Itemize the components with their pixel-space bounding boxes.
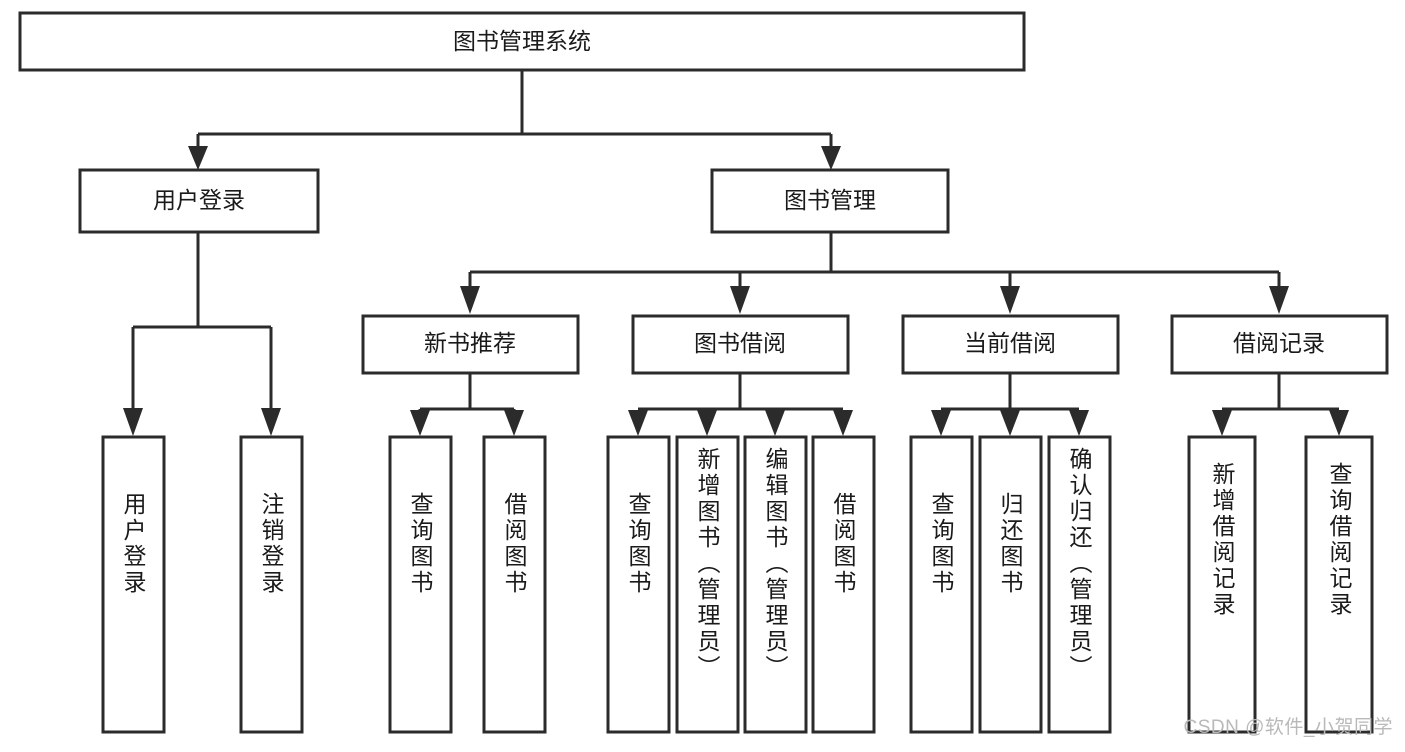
user-login-label: 用户登录 (153, 187, 245, 213)
leaf-confirm-return-label: 确认归还（管理员） (1066, 447, 1093, 681)
leaf-query-record-label: 查询借阅记录 (1326, 462, 1353, 618)
node-current-borrow[interactable]: 当前借阅 (901, 314, 1120, 375)
arrow-to-new-book-rec (460, 286, 480, 314)
node-borrow-record[interactable]: 借阅记录 (1170, 314, 1389, 375)
leaf-query-book-1-label: 查询图书 (407, 492, 434, 596)
arrow-leaf-user-login (123, 408, 143, 436)
leaf-query-book-3[interactable]: 查询图书 (909, 435, 974, 734)
borrow-record-label: 借阅记录 (1233, 330, 1325, 356)
leaf-query-record-box[interactable] (1304, 435, 1374, 734)
csdn-watermark: CSDN @软件_小贺同学 (1183, 717, 1393, 738)
leaf-confirm-return-box[interactable] (1047, 435, 1112, 734)
leaf-borrow-book-2-label: 借阅图书 (830, 492, 857, 596)
arrow-leaf-borrow-book-1 (504, 410, 524, 436)
arrow-to-current-borrow (1000, 286, 1020, 314)
leaf-edit-book-label: 编辑图书（管理员） (762, 447, 789, 681)
arrow-to-book-borrow (730, 286, 750, 314)
leaf-user-login[interactable]: 用户登录 (101, 435, 166, 734)
leaf-query-book-2-box[interactable] (606, 435, 671, 734)
arrow-leaf-confirm-return (1069, 410, 1089, 436)
arrow-to-book-manage (821, 146, 841, 170)
arrow-leaf-add-book (697, 410, 717, 436)
leaf-borrow-book-2[interactable]: 借阅图书 (811, 435, 876, 734)
node-book-manage[interactable]: 图书管理 (710, 168, 950, 234)
leaf-borrow-book-1-label: 借阅图书 (501, 492, 528, 596)
leaf-borrow-book-2-box[interactable] (811, 435, 876, 734)
arrow-leaf-query-book-3 (931, 410, 951, 436)
node-user-login[interactable]: 用户登录 (78, 168, 320, 234)
leaf-borrow-book-1[interactable]: 借阅图书 (482, 435, 547, 734)
arrow-leaf-query-book-2 (628, 410, 648, 436)
user-login-box[interactable] (78, 168, 320, 234)
leaf-edit-book-box[interactable] (743, 435, 808, 734)
leaf-query-book-3-box[interactable] (909, 435, 974, 734)
leaf-user-login-label: 用户登录 (120, 492, 147, 596)
node-root[interactable]: 图书管理系统 (18, 11, 1026, 72)
book-borrow-label: 图书借阅 (694, 330, 786, 356)
leaf-add-record-label: 新增借阅记录 (1209, 462, 1236, 618)
new-book-rec-box[interactable] (361, 314, 580, 375)
leaf-logout[interactable]: 注销登录 (239, 435, 304, 734)
node-book-borrow[interactable]: 图书借阅 (631, 314, 850, 375)
leaf-query-record[interactable]: 查询借阅记录 (1304, 435, 1374, 734)
leaf-user-login-box[interactable] (101, 435, 166, 734)
leaf-add-record[interactable]: 新增借阅记录 (1187, 435, 1257, 734)
current-borrow-box[interactable] (901, 314, 1120, 375)
leaf-return-book-box[interactable] (978, 435, 1043, 734)
leaf-return-book[interactable]: 归还图书 (978, 435, 1043, 734)
arrow-to-borrow-record (1269, 286, 1289, 314)
connector-layer (123, 70, 1349, 436)
root-box[interactable] (18, 11, 1026, 72)
current-borrow-label: 当前借阅 (964, 330, 1056, 356)
arrow-leaf-query-book-1 (410, 410, 430, 436)
arrow-leaf-return-book (1000, 410, 1020, 436)
leaf-add-book-label: 新增图书（管理员） (694, 447, 721, 681)
leaf-logout-box[interactable] (239, 435, 304, 734)
leaf-add-book-box[interactable] (675, 435, 740, 734)
arrow-leaf-query-record (1329, 410, 1349, 436)
leaf-borrow-book-1-box[interactable] (482, 435, 547, 734)
arrow-leaf-add-record (1212, 410, 1232, 436)
leaf-add-record-box[interactable] (1187, 435, 1257, 734)
leaf-confirm-return[interactable]: 确认归还（管理员） (1047, 435, 1112, 734)
book-manage-box[interactable] (710, 168, 950, 234)
leaf-query-book-1[interactable]: 查询图书 (388, 435, 453, 734)
leaf-query-book-1-box[interactable] (388, 435, 453, 734)
arrow-leaf-logout (261, 408, 281, 436)
leaf-query-book-2-label: 查询图书 (625, 492, 652, 596)
leaf-logout-label: 注销登录 (258, 492, 285, 596)
leaf-query-book-2[interactable]: 查询图书 (606, 435, 671, 734)
arrow-leaf-edit-book (765, 410, 785, 436)
arrow-leaf-borrow-book-2 (833, 410, 853, 436)
leaf-return-book-label: 归还图书 (997, 492, 1024, 596)
book-borrow-box[interactable] (631, 314, 850, 375)
leaf-add-book[interactable]: 新增图书（管理员） (675, 435, 740, 734)
leaf-edit-book[interactable]: 编辑图书（管理员） (743, 435, 808, 734)
new-book-rec-label: 新书推荐 (424, 330, 516, 356)
leaf-query-book-3-label: 查询图书 (928, 492, 955, 596)
arrow-to-user-login (188, 146, 208, 170)
node-new-book-rec[interactable]: 新书推荐 (361, 314, 580, 375)
book-manage-label: 图书管理 (784, 187, 876, 213)
root-label: 图书管理系统 (453, 28, 591, 54)
borrow-record-box[interactable] (1170, 314, 1389, 375)
